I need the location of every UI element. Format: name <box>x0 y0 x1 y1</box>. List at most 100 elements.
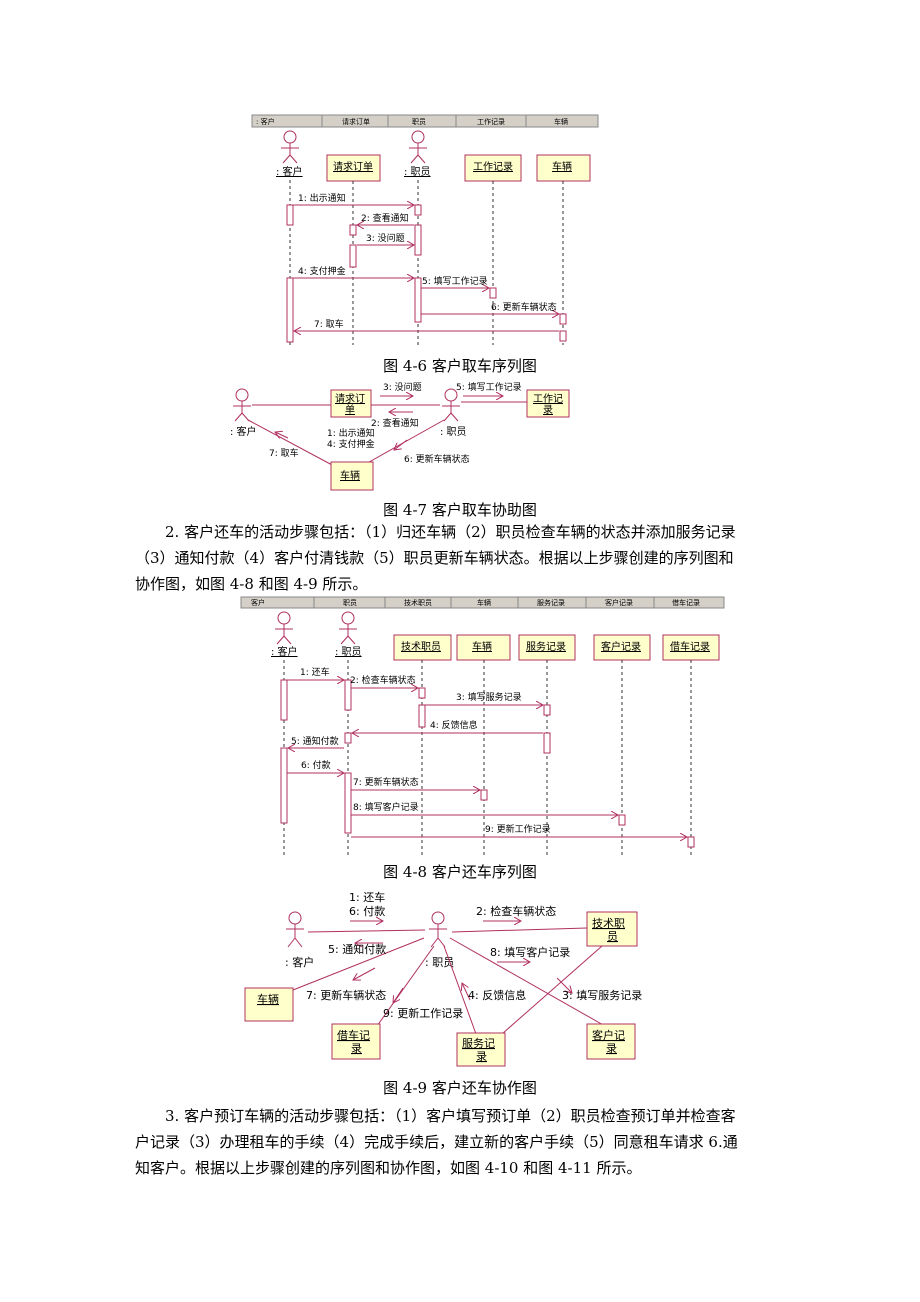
message-label: 6: 更新车辆状态 <box>491 301 557 313</box>
message-label: 4: 支付押金 <box>327 438 375 450</box>
message-label: 5: 填写工作记录 <box>456 381 522 393</box>
header-cell: 借车记录 <box>672 598 700 607</box>
message-label: 5: 通知付款 <box>291 735 339 747</box>
message-label: 9: 更新工作记录 <box>383 1006 463 1020</box>
actor-customer-icon <box>233 388 251 422</box>
message-label: 8: 填写客户记录 <box>353 801 419 813</box>
link-lines <box>292 927 606 1035</box>
object-label: 技术职 <box>592 917 625 930</box>
figure-4-9-collaboration: : 客户 : 职员 技术职 员 车辆 借车记 录 服务记 录 客户 <box>244 890 642 1067</box>
object-label: 工作记录 <box>473 161 513 173</box>
message-label: 3: 没问题 <box>366 232 405 244</box>
message-label: 4: 反馈信息 <box>430 719 478 731</box>
header-cell: : 客户 <box>256 117 275 126</box>
figure-caption: 图 4-7 客户取车协助图 <box>383 501 537 519</box>
object-box <box>586 911 638 947</box>
header-cell: 技术职员 <box>404 598 432 607</box>
object-box <box>662 634 720 661</box>
object-label: 员 <box>607 930 618 943</box>
object-box <box>586 1023 636 1060</box>
header-cell: 服务记录 <box>537 598 565 607</box>
object-label: 请求订 <box>335 392 365 405</box>
message-label: 3: 填写服务记录 <box>456 691 522 703</box>
message-label: 7: 更新车辆状态 <box>306 988 386 1002</box>
paragraph-line: 2. 客户还车的活动步骤包括：（1）归还车辆（2）职员检查车辆的状态并添加服务记… <box>165 523 736 541</box>
message-label: 4: 反馈信息 <box>468 988 526 1002</box>
object-label: 录 <box>476 1050 487 1063</box>
message-label: 1: 出示通知 <box>327 427 375 439</box>
message-arrows <box>350 921 572 1003</box>
actor-customer-icon <box>281 130 299 164</box>
message-label: 9: 更新工作记录 <box>485 823 551 835</box>
object-label: 技术职员 <box>401 640 441 653</box>
message-label: 8: 填写客户记录 <box>490 945 570 959</box>
figure-caption: 图 4-6 客户取车序列图 <box>383 357 537 375</box>
actor-customer-icon <box>286 911 304 948</box>
message-label: 2: 查看通知 <box>361 212 409 224</box>
actor-label: : 职员 <box>440 426 467 438</box>
message-label: 3: 没问题 <box>383 381 422 393</box>
object-label: 单 <box>345 404 355 416</box>
message-label: 3: 填写服务记录 <box>562 988 642 1002</box>
object-box <box>518 634 576 661</box>
message-label: 1: 还车 <box>349 890 385 904</box>
actor-clerk-icon <box>442 388 460 422</box>
actor-label: : 职员 <box>404 166 431 178</box>
header-cell: 职员 <box>343 599 357 607</box>
paragraph-line: （3）通知付款（4）客户付清钱款（5）职员更新车辆状态。根据以上步骤创建的序列图… <box>135 549 734 567</box>
object-label: 车辆 <box>552 160 572 173</box>
header-cell: 请求订单 <box>342 117 370 126</box>
object-label: 车辆 <box>257 992 279 1006</box>
object-box <box>331 1023 381 1060</box>
object-label: 车辆 <box>472 640 492 653</box>
message-label: 6: 付款 <box>349 904 385 918</box>
object-box <box>456 634 511 661</box>
object-label: 录 <box>351 1042 362 1055</box>
object-label: 录 <box>606 1042 617 1055</box>
object-box <box>464 154 522 182</box>
message-label: 7: 取车 <box>314 318 344 330</box>
message-label: 2: 查看通知 <box>371 417 419 429</box>
activations <box>286 204 567 343</box>
object-label: 工作记 <box>533 393 563 405</box>
object-label: 请求订单 <box>333 160 373 173</box>
actor-clerk-icon <box>339 611 357 645</box>
actor-clerk-icon <box>429 911 447 948</box>
header-cell: 车辆 <box>477 598 491 607</box>
message-arrows <box>287 680 687 837</box>
object-box <box>326 154 381 182</box>
object-label: 服务记 <box>462 1037 495 1050</box>
message-label: 1: 还车 <box>300 666 330 678</box>
message-label: 7: 取车 <box>269 447 299 459</box>
header-cell: 工作记录 <box>477 117 505 126</box>
figure-caption: 图 4-8 客户还车序列图 <box>383 863 537 881</box>
activations <box>280 679 695 848</box>
message-label: 5: 通知付款 <box>328 942 386 956</box>
actor-label: : 客户 <box>285 955 314 969</box>
paragraph-line: 协作图，如图 4-8 和图 4-9 所示。 <box>135 575 368 593</box>
message-label: 2: 检查车辆状态 <box>476 904 556 918</box>
header-cell: 客户 <box>251 598 265 607</box>
object-box <box>456 1032 506 1067</box>
header-bar <box>251 114 599 128</box>
figure-4-7-collaboration: : 客户 : 职员 请求订 单 工作记 录 车辆 <box>230 381 570 491</box>
paragraph-line: 3. 客户预订车辆的活动步骤包括：（1）客户填写预订单（2）职员检查预订单并检查… <box>165 1107 736 1125</box>
object-box <box>244 987 294 1022</box>
message-label: 2: 检查车辆状态 <box>350 674 416 686</box>
actor-customer-icon <box>275 611 293 645</box>
figure-4-6-sequence: : 客户 请求订单 职员 工作记录 车辆 : 客户 : 职员 <box>251 114 599 345</box>
object-label: 客户记 <box>592 1028 625 1042</box>
message-label: 5: 填写工作记录 <box>422 275 488 287</box>
object-box <box>526 389 570 418</box>
message-label: 6: 更新车辆状态 <box>404 453 470 465</box>
object-label: 借车记 <box>337 1028 370 1042</box>
message-label: 6: 付款 <box>301 759 331 771</box>
object-label: 客户记录 <box>601 640 641 653</box>
object-label: 服务记录 <box>526 640 566 653</box>
header-cell: 职员 <box>412 118 426 126</box>
object-box <box>330 461 374 491</box>
object-label: 录 <box>543 404 553 416</box>
header-bar <box>240 596 725 609</box>
actor-clerk-icon <box>409 130 427 164</box>
message-arrows <box>275 396 503 450</box>
